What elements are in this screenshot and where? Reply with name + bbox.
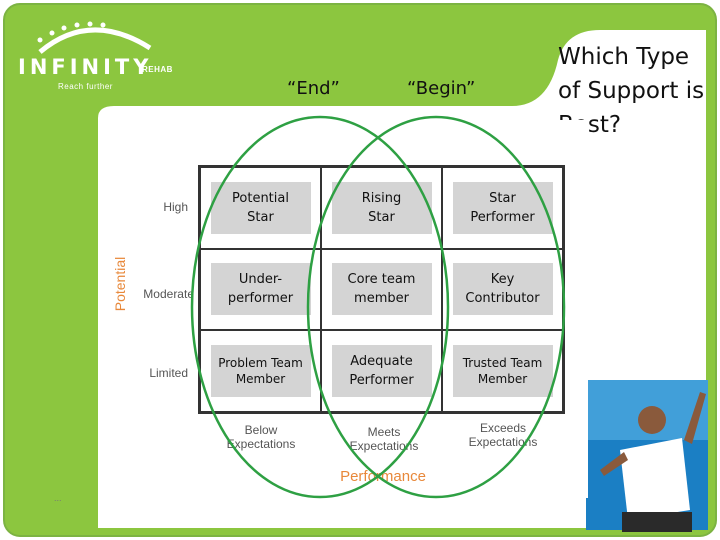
grid-cell-label: Key Contributor: [452, 263, 553, 316]
grid-cell-label: Trusted Team Member: [452, 345, 553, 398]
grid-cell-label: Potential Star: [210, 181, 311, 234]
grid-cell: Potential Star: [200, 167, 321, 249]
col-label-below: Below Expectations: [226, 423, 296, 451]
grid-cell: Key Contributor: [442, 248, 563, 331]
row-label-limited: Limited: [149, 366, 188, 380]
slide-title: Which Type of Support is Best?: [558, 44, 705, 138]
grid-cell-label: Adequate Performer: [331, 345, 432, 398]
grid-cell-label: Star Performer: [452, 181, 553, 234]
circle-label-end: “End”: [287, 78, 340, 99]
col-label-exceeds: Exceeds Expectations: [468, 421, 538, 449]
grid-cell: Problem Team Member: [200, 330, 321, 412]
logo-wordmark: INFINITY: [18, 55, 153, 79]
grid-cell-label: Under- performer: [210, 263, 311, 316]
talent-grid: Potential Star Rising Star Star Performe…: [198, 165, 565, 414]
grid-cell: Star Performer: [442, 167, 563, 249]
grid-cell-label: Problem Team Member: [210, 345, 311, 398]
tennis-player-graphic: [600, 392, 706, 532]
logo-arc-icon: [37, 21, 152, 54]
logo-rehab-text: REHAB: [142, 65, 173, 74]
col-label-meets: Meets Expectations: [349, 425, 419, 453]
grid-cell: Rising Star: [321, 167, 442, 249]
row-label-moderate: Moderate: [143, 287, 194, 301]
circle-label-begin: “Begin”: [407, 78, 476, 99]
grid-cell-label: Core team member: [331, 263, 432, 316]
grid-cell: Adequate Performer: [321, 330, 442, 412]
grid-cell: Under- performer: [200, 248, 321, 331]
source-watermark: ...: [54, 493, 62, 503]
x-axis-title: Performance: [340, 468, 426, 485]
logo-tagline: Reach further: [58, 82, 113, 91]
grid-cell: Trusted Team Member: [442, 330, 563, 412]
grid-cell: Core team member: [321, 248, 442, 331]
row-label-high: High: [163, 200, 188, 214]
grid-cell-label: Rising Star: [331, 181, 432, 234]
y-axis-title: Potential: [112, 256, 128, 312]
